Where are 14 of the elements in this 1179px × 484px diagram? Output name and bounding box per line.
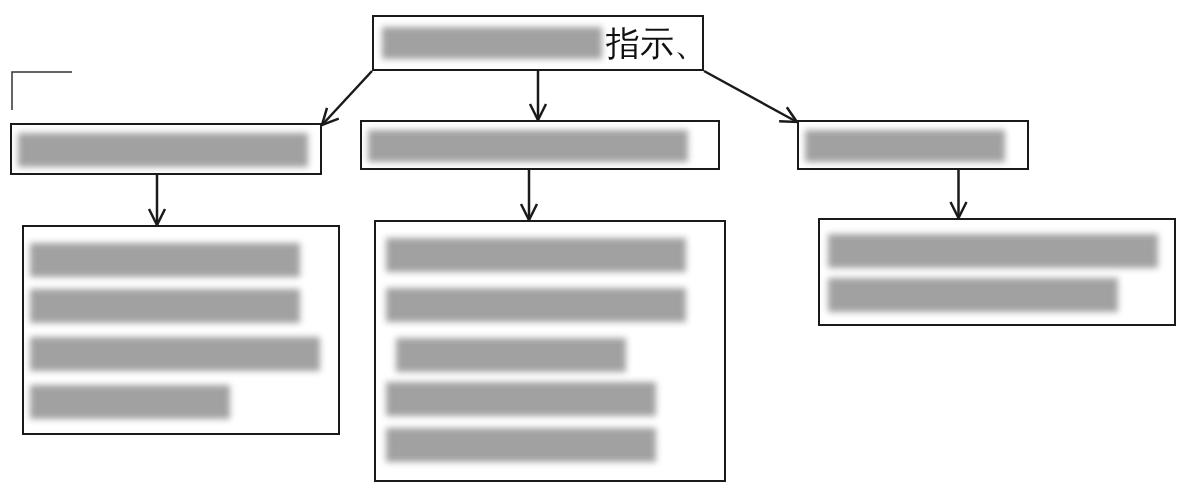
text-box: [360, 120, 720, 170]
arrow: [949, 170, 968, 220]
text-box: [374, 220, 726, 482]
text-box: [818, 218, 1176, 326]
arrow: [320, 70, 373, 127]
arrow: [519, 170, 539, 222]
text-box: [797, 120, 1029, 170]
arrow: [528, 71, 548, 122]
handwritten-label: 指示、: [606, 23, 708, 63]
text-box: [10, 123, 322, 175]
text-box: [372, 15, 704, 71]
text-box: [22, 225, 340, 435]
arrow: [147, 175, 167, 227]
arrow: [703, 69, 799, 124]
